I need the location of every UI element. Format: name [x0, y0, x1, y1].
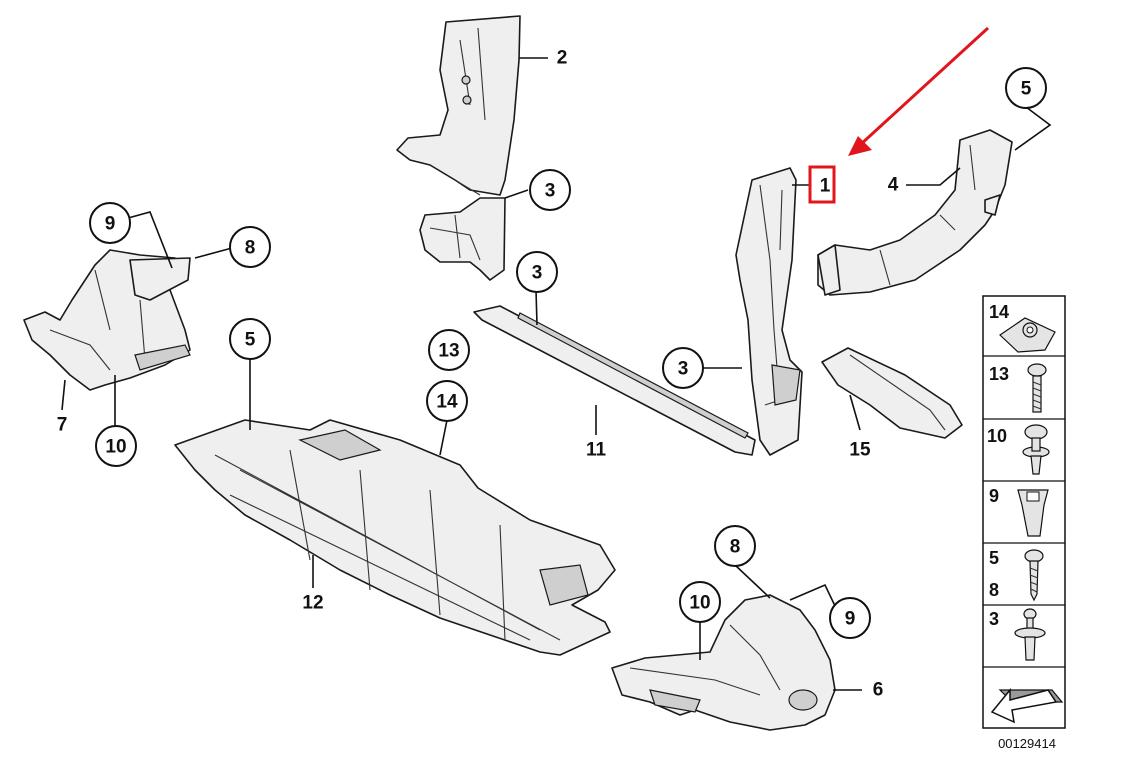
- part-2-upper-bracket: [396, 15, 521, 196]
- callout-9-right: 9: [829, 597, 871, 639]
- callout-label-2: 2: [557, 48, 568, 69]
- callout-8-left: 8: [229, 226, 271, 268]
- screw-icon: [1027, 363, 1047, 413]
- callout-label-14: 14: [436, 392, 458, 413]
- callout-8-right: 8: [714, 525, 756, 567]
- push-rivet-icon: [1014, 608, 1046, 661]
- reference-code: 00129414: [998, 736, 1056, 751]
- callout-label-13: 13: [438, 341, 459, 362]
- part-12-underbody-panel: [174, 419, 616, 656]
- callout-10-left: 10: [95, 425, 137, 467]
- red-pointer-arrow: [848, 26, 990, 156]
- part-1-vertical-duct: [735, 167, 803, 456]
- legend-label-3: 3: [989, 609, 999, 629]
- part-11-front-strip: [473, 305, 756, 456]
- legend-label-8: 8: [989, 580, 999, 600]
- expanding-rivet-icon: [1022, 424, 1050, 475]
- callout-label-11: 11: [586, 440, 607, 461]
- callout-label-8: 8: [245, 238, 256, 259]
- callout-3-panel: 3: [662, 347, 704, 389]
- callout-11: 11: [586, 440, 607, 461]
- part-15-duct-piece: [821, 347, 963, 439]
- callout-label-3: 3: [545, 181, 556, 202]
- callout-label-12: 12: [302, 593, 323, 614]
- callout-label-9: 9: [105, 214, 116, 235]
- part-3-upper-bracket: [419, 197, 506, 281]
- callout-1-highlighted: 1: [808, 165, 836, 204]
- hardware-legend: 14 13 10 9 5 8: [982, 295, 1066, 729]
- self-tapping-screw-icon: [1024, 549, 1044, 602]
- legend-label-9: 9: [989, 486, 999, 506]
- callout-5-panel: 5: [229, 318, 271, 360]
- callout-7: 7: [57, 415, 68, 436]
- callout-label-1: 1: [820, 176, 831, 197]
- callout-6: 6: [873, 680, 884, 701]
- callout-3-upper: 3: [529, 169, 571, 211]
- callout-9-left: 9: [89, 202, 131, 244]
- callout-label-9: 9: [845, 609, 856, 630]
- part-6-right-arch-liner: [611, 594, 836, 731]
- callout-2: 2: [557, 48, 568, 69]
- callout-label-10: 10: [105, 437, 126, 458]
- part-7-left-arch-liner: [23, 249, 191, 391]
- callout-label-5: 5: [1021, 79, 1032, 100]
- spreading-nut-icon: [1017, 489, 1049, 537]
- callout-13: 13: [428, 329, 470, 371]
- legend-label-5: 5: [989, 548, 999, 568]
- callout-label-3: 3: [678, 359, 689, 380]
- part-4-air-duct: [817, 129, 1013, 296]
- callout-label-15: 15: [849, 440, 871, 461]
- callout-label-10: 10: [689, 593, 710, 614]
- legend-label-13: 13: [989, 364, 1009, 384]
- callout-4: 4: [888, 175, 899, 196]
- callout-label-4: 4: [888, 175, 899, 196]
- clip-nut-icon: [999, 317, 1056, 353]
- leader-lines: [61, 57, 1052, 691]
- callout-label-7: 7: [57, 415, 68, 436]
- callout-label-3: 3: [532, 263, 543, 284]
- callout-14: 14: [426, 380, 468, 422]
- direction-arrow-icon: [990, 687, 1064, 724]
- callout-label-6: 6: [873, 680, 884, 701]
- callout-label-5: 5: [245, 330, 256, 351]
- callout-10-right: 10: [679, 581, 721, 623]
- highlight-box: [808, 165, 836, 204]
- legend-label-10: 10: [987, 426, 1007, 446]
- callout-label-8: 8: [730, 537, 741, 558]
- callout-15: 15: [849, 440, 871, 461]
- callout-5-duct: 5: [1005, 67, 1047, 109]
- callout-3-strip: 3: [516, 251, 558, 293]
- legend-label-14: 14: [989, 302, 1009, 322]
- callout-12: 12: [302, 593, 323, 614]
